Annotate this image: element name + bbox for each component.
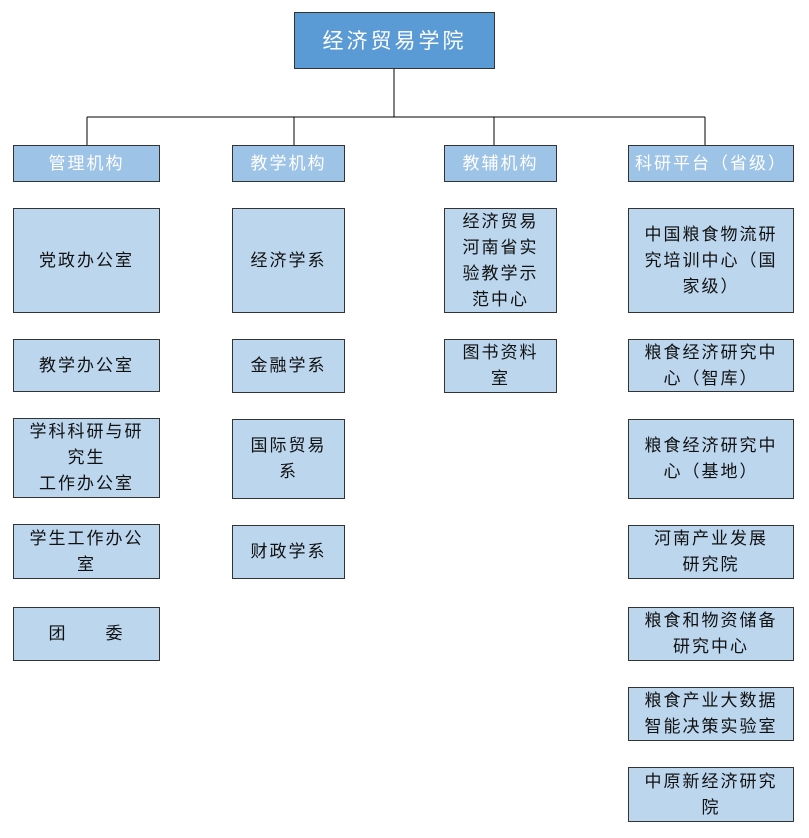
- unit-label: 粮食产业大数据 智能决策实验室: [644, 691, 778, 737]
- unit-box-research-3: 粮食经济研究中 心（基地）: [628, 419, 794, 499]
- unit-label: 团 委: [48, 624, 125, 644]
- unit-label: 金融学系: [250, 356, 327, 376]
- unit-box-management-5: 团 委: [13, 607, 160, 661]
- unit-label: 经济学系: [250, 250, 327, 271]
- unit-box-teaching-1: 经济学系: [232, 208, 345, 313]
- unit-box-research-2: 粮食经济研究中 心（智库）: [628, 339, 794, 392]
- unit-label: 党政办公室: [39, 250, 134, 271]
- unit-label: 财政学系: [250, 542, 327, 562]
- root-college-box: 经济贸易学院: [294, 12, 495, 69]
- header-research: 科研平台（省级）: [628, 145, 794, 182]
- unit-box-management-4: 学生工作办公 室: [13, 524, 160, 579]
- unit-box-management-1: 党政办公室: [13, 208, 160, 313]
- unit-box-teaching-2: 金融学系: [232, 339, 345, 393]
- unit-box-research-6: 粮食产业大数据 智能决策实验室: [628, 687, 794, 741]
- header-management: 管理机构: [13, 145, 160, 182]
- unit-box-research-5: 粮食和物资储备 研究中心: [628, 607, 794, 661]
- unit-box-research-7: 中原新经济研究 院: [628, 767, 794, 822]
- unit-label: 经济贸易 河南省实 验教学示 范中心: [462, 211, 539, 310]
- unit-label: 粮食经济研究中 心（智库）: [644, 342, 778, 389]
- unit-box-support-1: 经济贸易 河南省实 验教学示 范中心: [444, 208, 557, 313]
- unit-box-teaching-4: 财政学系: [232, 525, 345, 579]
- unit-label: 图书资料 室: [462, 343, 539, 389]
- unit-label: 学生工作办公 室: [29, 528, 144, 575]
- unit-label: 中国粮食物流研 究培训中心（国 家级）: [644, 224, 778, 297]
- header-support: 教辅机构: [444, 145, 557, 182]
- unit-box-research-1: 中国粮食物流研 究培训中心（国 家级）: [628, 208, 794, 313]
- unit-label: 国际贸易 系: [250, 436, 327, 482]
- unit-label: 河南产业发展 研究院: [654, 529, 768, 575]
- unit-box-support-2: 图书资料 室: [444, 339, 557, 393]
- header-management-label: 管理机构: [48, 153, 125, 174]
- header-research-label: 科研平台（省级）: [635, 153, 787, 174]
- unit-label: 粮食经济研究中 心（基地）: [644, 436, 778, 482]
- header-teaching: 教学机构: [232, 145, 345, 182]
- unit-label: 中原新经济研究 院: [644, 771, 778, 818]
- unit-label: 粮食和物资储备 研究中心: [644, 611, 778, 657]
- unit-label: 学科科研与研 究生 工作办公室: [29, 422, 144, 494]
- unit-box-teaching-3: 国际贸易 系: [232, 419, 345, 499]
- root-college-label: 经济贸易学院: [322, 28, 467, 53]
- unit-box-management-3: 学科科研与研 究生 工作办公室: [13, 418, 160, 498]
- unit-label: 教学办公室: [39, 355, 134, 376]
- unit-box-management-2: 教学办公室: [13, 339, 160, 392]
- unit-box-research-4: 河南产业发展 研究院: [628, 525, 794, 579]
- header-support-label: 教辅机构: [462, 153, 539, 174]
- header-teaching-label: 教学机构: [250, 153, 327, 174]
